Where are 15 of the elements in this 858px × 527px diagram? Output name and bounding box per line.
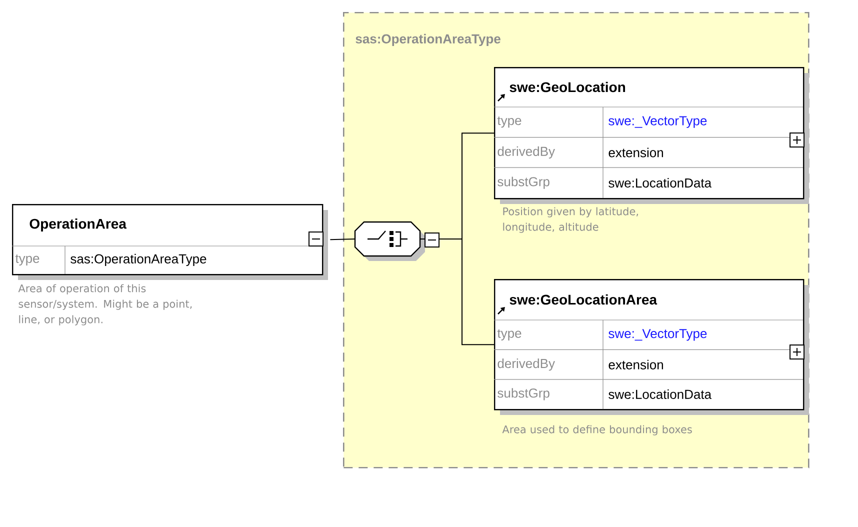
element-name: OperationArea — [30, 218, 127, 232]
group-title: sas:OperationAreaType — [356, 34, 500, 46]
description-text: Position given by latitude, longitude, altitude — [503, 207, 638, 233]
attribute-label: derivedBy — [498, 146, 555, 159]
attribute-value: sas:OperationAreaType — [70, 254, 206, 266]
element-name: swe:GeoLocation — [510, 82, 626, 92]
attribute-value: extension — [608, 148, 663, 158]
attribute-label: substGrp — [498, 176, 550, 189]
attribute-label: type — [497, 116, 522, 128]
attribute-value: swe:LocationData — [608, 178, 712, 188]
description-text: Area of operation of this sensor/system. Might be a point, line, or polygon. — [18, 284, 192, 326]
attribute-label: type — [15, 254, 40, 266]
attribute-value: swe:_VectorType — [608, 116, 707, 128]
connector-line — [330, 238, 356, 240]
description-text: Area used to define bounding boxes — [502, 425, 692, 436]
